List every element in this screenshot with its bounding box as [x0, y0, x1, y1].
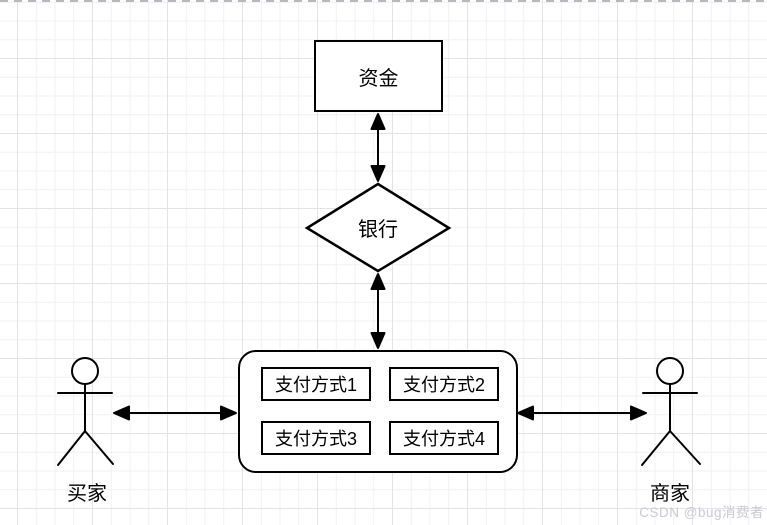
csdn-watermark: CSDN @bug消费者 [639, 505, 764, 520]
payment-method-3-node: 支付方式3 [261, 421, 371, 455]
buyer-label: 买家 [67, 483, 107, 505]
funds-node: 资金 [314, 40, 443, 112]
bank-payments-arrow [370, 273, 386, 349]
payment-method-2-label: 支付方式2 [402, 375, 485, 395]
page-break-dashed-line [0, 0, 767, 2]
payment-method-3-label: 支付方式3 [274, 429, 357, 449]
payment-method-1-label: 支付方式1 [274, 375, 357, 395]
payment-method-4-label: 支付方式4 [402, 429, 485, 449]
payments-merchant-arrow [517, 405, 647, 421]
bank-node-label: 银行 [358, 219, 398, 241]
payment-method-1-node: 支付方式1 [261, 367, 371, 401]
payment-method-2-node: 支付方式2 [389, 367, 499, 401]
funds-bank-arrow [370, 113, 386, 182]
buyer-payments-arrow [113, 405, 237, 421]
payment-method-4-node: 支付方式4 [389, 421, 499, 455]
bank-diamond [304, 182, 452, 273]
merchant-figure [641, 357, 701, 466]
merchant-label: 商家 [650, 483, 690, 505]
funds-node-label: 资金 [358, 67, 399, 90]
buyer-figure [57, 357, 114, 466]
